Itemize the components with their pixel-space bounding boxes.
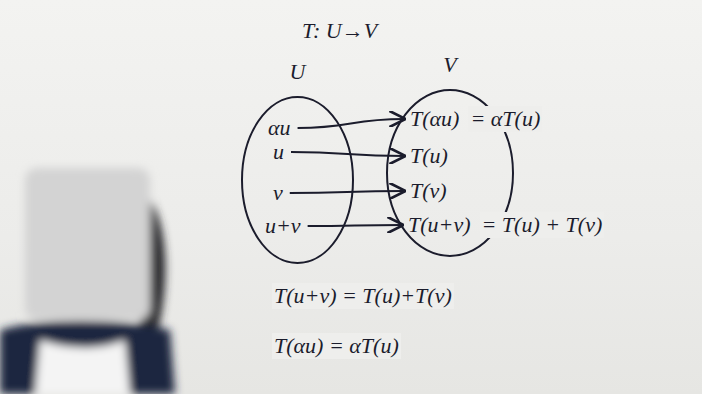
element-name: T(u+v) [408,212,471,238]
equation-text: T(αu) = αT(u) [272,333,401,359]
element-label: T(v) [407,178,450,204]
element-name: T(u) [410,143,448,169]
mapping-arrow [291,152,404,156]
set-ellipse: Uαuuvu+v [240,95,355,265]
element-name: u [273,139,284,165]
mapping-arrow [290,191,404,193]
equation-box: T(αu) = αT(u) [272,333,401,359]
ellipse-outline [242,97,353,263]
element-name: αu [268,115,291,141]
set-name: V [385,52,515,78]
equation-box: = αT(u) [468,106,542,132]
element-label: αu [265,115,294,141]
equation-text: T(u+v) = T(u)+T(v) [272,283,454,309]
element-label: T(αu) [407,106,462,132]
title-box: T: U→V [300,18,379,44]
element-name: T(αu) [410,106,459,132]
element-label: T(u) [407,143,451,169]
blurred-person [0,168,175,394]
mapping-arrow [298,119,404,128]
equation-text: = T(u) + T(v) [480,212,605,238]
element-name: u+v [265,213,301,239]
element-name: v [273,180,283,206]
element-name: T(v) [410,178,447,204]
element-label: u [270,139,287,165]
set-name: U [240,59,355,85]
mapping-arrow [308,225,402,226]
equation-box: = T(u) + T(v) [480,212,605,238]
title-text: T: U→V [300,18,379,44]
equation-box: T(u+v) = T(u)+T(v) [272,283,454,309]
element-label: v [270,180,286,206]
equation-text: = αT(u) [468,106,542,132]
element-label: T(u+v) [405,212,474,238]
ellipse-outline [240,95,355,265]
element-label: u+v [262,213,304,239]
